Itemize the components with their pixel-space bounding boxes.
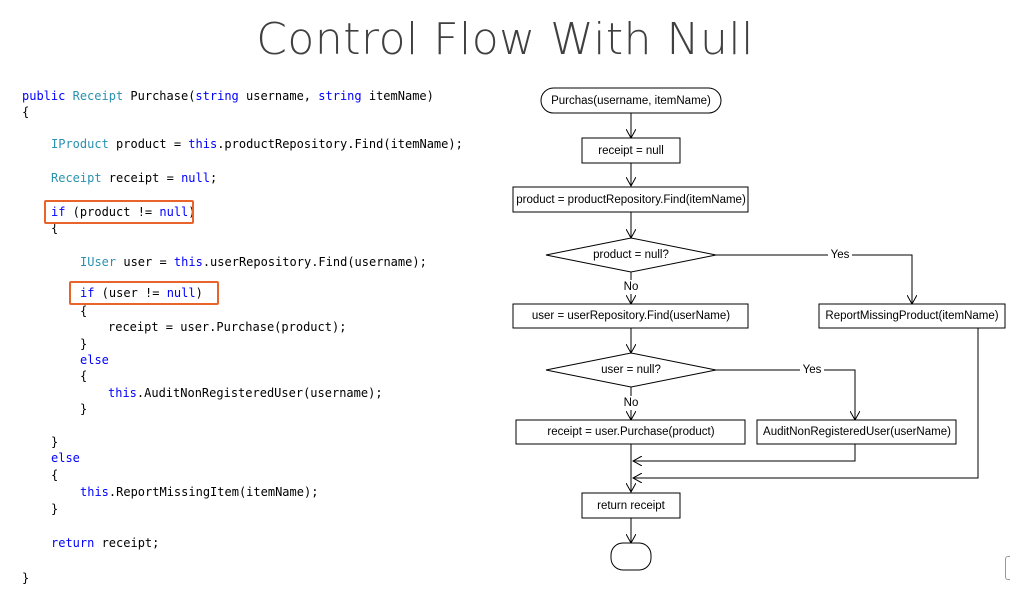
keyword: this	[173, 255, 203, 269]
keyword: public	[22, 89, 66, 103]
code-text: .userRepository.Find(username);	[202, 255, 427, 269]
product-null-label: product = null?	[593, 249, 669, 261]
label-bg	[617, 280, 645, 294]
code-text: .ReportMissingItem(itemName);	[108, 485, 319, 499]
audit-box	[756, 419, 957, 445]
type-name: IProduct	[51, 137, 109, 151]
code-line-13: {	[80, 369, 88, 383]
code-line-15: }	[80, 402, 88, 416]
purchase-box	[515, 419, 746, 445]
flow-arrow	[716, 254, 912, 304]
receipt-null-label: receipt = null	[598, 145, 664, 157]
code-text: )	[188, 205, 196, 219]
code-line-3: IProduct product = this.productRepositor…	[51, 136, 463, 152]
code-text: product =	[108, 137, 189, 151]
code-text: Purchase(	[123, 89, 196, 103]
keyword: if	[51, 205, 66, 219]
keyword: this	[188, 137, 218, 151]
find-user-box	[512, 303, 749, 329]
flow-arrow	[633, 328, 979, 478]
keyword: this	[80, 485, 109, 499]
code-line-14: this.AuditNonRegisteredUser(username);	[108, 385, 383, 401]
code-line-11: }	[80, 337, 88, 351]
code-line-1: public Receipt Purchase(string username,…	[22, 88, 434, 104]
code-text: (product !=	[65, 205, 160, 219]
type-name: Receipt	[51, 171, 102, 185]
report-missing-label: ReportMissingProduct(itemName)	[825, 310, 998, 322]
keyword: null	[159, 205, 189, 219]
keyword: string	[195, 89, 239, 103]
yes-label-product: Yes	[831, 249, 850, 261]
code-text: ;	[209, 171, 218, 185]
slide-title: Control Flow With Null	[256, 14, 754, 65]
code-line-2: {	[22, 105, 30, 119]
code-text: .AuditNonRegisteredUser(username);	[136, 386, 383, 400]
keyword: else	[51, 451, 80, 465]
label-bg	[800, 363, 824, 377]
no-label-user: No	[624, 397, 639, 409]
code-line-9: {	[80, 304, 88, 318]
code-text: receipt =	[101, 171, 182, 185]
keyword: null	[166, 286, 196, 300]
code-line-6: {	[51, 221, 59, 235]
label-bg	[617, 396, 645, 410]
code-line-20: }	[51, 502, 59, 516]
code-text: (user !=	[94, 286, 167, 300]
flow-arrow	[633, 444, 856, 461]
edge-tab	[1005, 556, 1010, 580]
code-line-12: else	[80, 352, 109, 368]
user-null-decision	[545, 352, 717, 388]
find-product-label: product = productRepository.Find(itemNam…	[516, 194, 746, 206]
highlight-product-check	[44, 200, 194, 224]
code-text: )	[195, 286, 203, 300]
code-line-5: if (product != null)	[51, 204, 196, 220]
code-text: .productRepository.Find(itemName);	[217, 137, 463, 151]
yes-label-user: Yes	[803, 364, 822, 376]
code-line-18: {	[51, 468, 59, 482]
code-line-16: }	[51, 435, 59, 449]
keyword: if	[80, 286, 95, 300]
code-text: itemName)	[361, 89, 434, 103]
audit-label: AuditNonRegisteredUser(userName)	[763, 426, 951, 438]
code-text: receipt;	[94, 536, 160, 550]
no-label-product: No	[624, 281, 639, 293]
code-line-8: if (user != null)	[80, 285, 203, 301]
end-terminator	[610, 542, 652, 571]
start-terminator	[540, 87, 722, 114]
return-label: return receipt	[597, 500, 666, 512]
purchase-label: receipt = user.Purchase(product)	[547, 426, 714, 438]
keyword: this	[108, 386, 137, 400]
start-label: Purchas(username, itemName)	[551, 95, 711, 107]
user-null-label: user = null?	[601, 364, 661, 376]
product-null-decision	[545, 237, 717, 273]
report-missing-box	[818, 303, 1006, 329]
receipt-null-box	[581, 137, 681, 164]
flow-arrow	[716, 369, 855, 420]
code-text: username,	[238, 89, 319, 103]
highlight-user-check	[69, 281, 219, 305]
return-box	[581, 492, 681, 519]
type-name: Receipt	[72, 89, 124, 103]
code-text: user =	[116, 255, 174, 269]
keyword: null	[181, 171, 210, 185]
label-bg	[828, 248, 852, 262]
find-product-box	[512, 186, 749, 213]
code-line-19: this.ReportMissingItem(itemName);	[80, 484, 318, 500]
code-line-4: Receipt receipt = null;	[51, 170, 217, 186]
code-line-7: IUser user = this.userRepository.Find(us…	[80, 254, 427, 270]
code-line-21: return receipt;	[51, 535, 159, 551]
keyword: return	[51, 536, 95, 550]
keyword: else	[80, 353, 109, 367]
type-name: IUser	[80, 255, 117, 269]
code-line-10: receipt = user.Purchase(product);	[108, 320, 347, 334]
code-line-17: else	[51, 450, 80, 466]
keyword: string	[318, 89, 362, 103]
find-user-label: user = userRepository.Find(userName)	[532, 310, 730, 322]
code-line-22: }	[22, 571, 30, 585]
